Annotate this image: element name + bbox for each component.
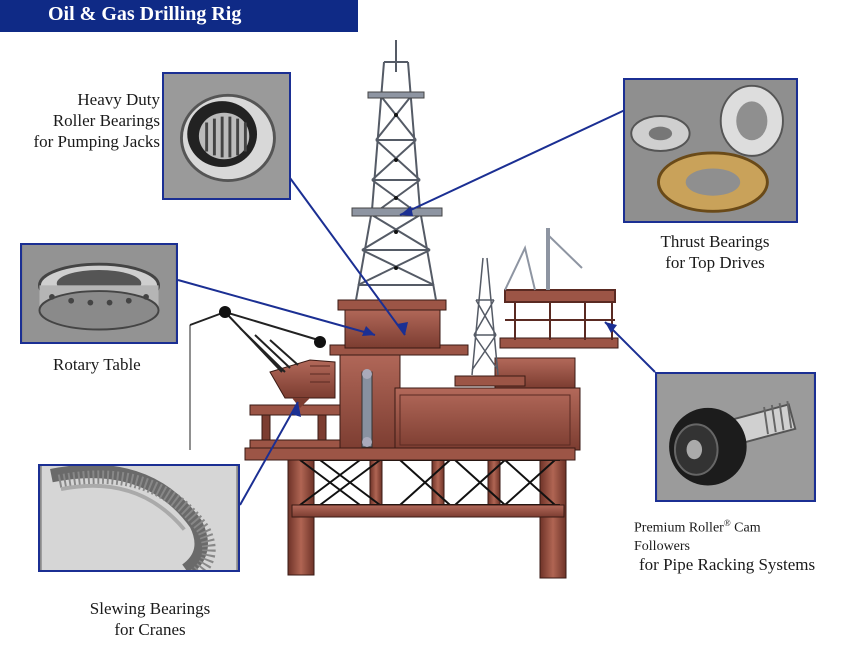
derrick-tower: [355, 40, 437, 301]
label-pumping-jacks: Heavy Duty Roller Bearings for Pumping J…: [10, 89, 160, 152]
slewing-bearing-icon: [41, 466, 237, 570]
hydraulic-piston: [361, 369, 373, 448]
derrick-rivets: [394, 113, 398, 270]
crane: [189, 306, 336, 450]
leader-thrust: [399, 109, 626, 216]
lower-deck: [291, 504, 565, 518]
leader-pumping-jacks: [289, 177, 406, 336]
pipe-rack-structure: [504, 228, 616, 340]
label-rotary-line1: Rotary Table: [53, 355, 141, 374]
label-cam-line2: Followers: [634, 538, 690, 554]
cam-follower-icon: [657, 374, 814, 500]
leader-slewing: [239, 401, 299, 506]
cam-follower-photo: [655, 372, 816, 502]
thrust-bearing-icon: [625, 80, 796, 221]
rotary-table-photo: [20, 243, 178, 344]
label-pumping-jacks-line3: for Pumping Jacks: [33, 132, 160, 151]
label-cam-line3-wrap: for Pipe Racking Systems: [639, 554, 815, 575]
label-cam-line1: Premium Roller® Cam: [634, 514, 761, 538]
roller-bearing-icon: [164, 74, 289, 198]
label-cam-line3: for Pipe Racking Systems: [639, 555, 816, 574]
label-slewing-line1: Slewing Bearings: [89, 599, 211, 618]
leader-arrowheads: [291, 206, 617, 417]
derrick-platforms: [351, 91, 443, 217]
main-deck: [244, 299, 619, 461]
label-slewing: Slewing Bearings for Cranes: [70, 598, 230, 640]
registered-mark: ®: [723, 518, 731, 528]
leader-cam: [604, 321, 656, 373]
label-thrust: Thrust Bearings for Top Drives: [640, 231, 790, 273]
label-thrust-line1: Thrust Bearings: [660, 232, 770, 251]
label-slewing-line2: for Cranes: [114, 620, 186, 639]
secondary-tower: [471, 257, 499, 376]
label-cam-line1b: Cam: [730, 520, 761, 536]
title-bar: Oil & Gas Drilling Rig: [0, 0, 358, 32]
slewing-bearing-photo: [38, 464, 240, 572]
label-pumping-jacks-line2: Roller Bearings: [52, 111, 160, 130]
label-pumping-jacks-line1: Heavy Duty: [77, 90, 160, 109]
label-thrust-line2: for Top Drives: [665, 253, 765, 272]
leader-lines: [177, 109, 656, 506]
label-cam: Premium Roller® Cam Followers: [634, 514, 761, 556]
cross-bracing: [299, 459, 560, 506]
roller-bearing-photo: [162, 72, 291, 200]
leader-rotary: [177, 279, 376, 336]
rotary-table-icon: [23, 245, 175, 342]
label-cam-line1a: Premium Roller: [634, 520, 724, 536]
page-title: Oil & Gas Drilling Rig: [48, 3, 242, 25]
label-rotary: Rotary Table: [53, 354, 141, 375]
thrust-bearing-photo: [623, 78, 798, 223]
